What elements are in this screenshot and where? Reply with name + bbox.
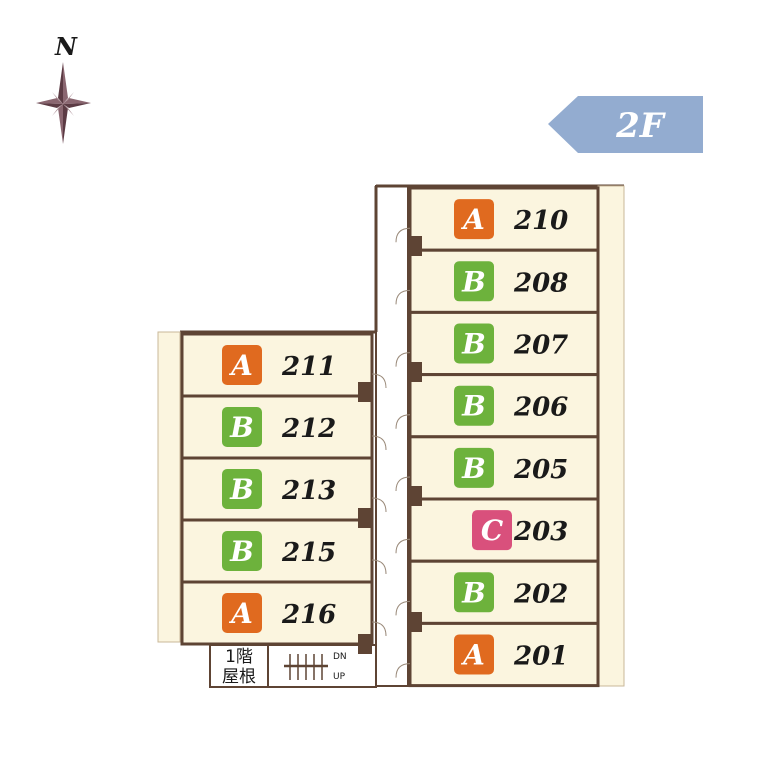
room-216[interactable]: A 216 xyxy=(180,580,387,646)
room-type-badge xyxy=(472,510,512,551)
room-type-badge xyxy=(454,447,494,488)
stairs-area: 1階 屋根 DN UP xyxy=(209,644,377,688)
stairs-icon xyxy=(284,654,328,680)
room-area xyxy=(408,435,600,501)
room-area xyxy=(180,580,374,646)
room-number: 213 xyxy=(281,476,336,506)
room-type-letter: A xyxy=(228,597,253,630)
wall-pillar xyxy=(408,486,422,506)
room-type-badge xyxy=(222,407,262,447)
room-area xyxy=(408,310,600,377)
room-area xyxy=(408,248,600,314)
door-icon xyxy=(395,289,411,305)
door-icon xyxy=(371,621,387,637)
room-211[interactable]: A 211 xyxy=(180,332,387,398)
stairs-up-label: UP xyxy=(333,672,346,682)
room-area xyxy=(180,332,374,398)
room-area xyxy=(408,559,600,625)
room-212[interactable]: B 212 xyxy=(180,394,387,460)
wall-pillar xyxy=(408,612,422,632)
door-icon xyxy=(395,538,411,554)
room-area xyxy=(408,186,600,252)
room-type-letter: A xyxy=(460,203,485,236)
room-number: 203 xyxy=(513,517,568,547)
room-type-badge xyxy=(222,345,262,385)
room-number: 206 xyxy=(513,393,568,423)
door-icon xyxy=(395,476,411,492)
room-type-badge xyxy=(454,634,494,675)
room-area xyxy=(180,518,374,584)
room-205[interactable]: B 205 xyxy=(395,435,600,501)
room-number: 211 xyxy=(281,352,336,382)
room-number: 202 xyxy=(513,579,568,609)
room-type-letter: A xyxy=(460,639,485,672)
compass: N xyxy=(36,32,91,144)
room-number: 215 xyxy=(281,538,336,568)
room-type-letter: A xyxy=(228,349,253,382)
room-206[interactable]: B 206 xyxy=(395,373,600,439)
room-type-letter: B xyxy=(461,390,486,423)
room-number: 216 xyxy=(281,600,336,630)
roof-label-line2: 屋根 xyxy=(222,667,256,687)
room-type-badge xyxy=(454,572,494,613)
room-type-letter: C xyxy=(481,514,504,547)
room-203[interactable]: C 203 xyxy=(395,497,600,563)
room-type-badge xyxy=(222,531,262,571)
floor-label: 2F xyxy=(615,106,667,146)
room-type-badge xyxy=(454,385,494,426)
room-number: 208 xyxy=(513,268,568,298)
room-type-letter: B xyxy=(461,576,486,609)
room-207[interactable]: B 207 xyxy=(395,310,600,377)
room-215[interactable]: B 215 xyxy=(180,518,387,584)
wall-pillar xyxy=(358,508,372,528)
door-icon xyxy=(395,227,411,243)
stairs-down-label: DN xyxy=(333,652,347,662)
door-icon xyxy=(371,497,387,513)
room-201[interactable]: A 201 xyxy=(395,621,600,688)
door-icon xyxy=(395,663,411,678)
roof-label-line1: 1階 xyxy=(225,647,253,667)
room-208[interactable]: B 208 xyxy=(395,248,600,314)
room-type-letter: B xyxy=(461,452,486,485)
door-icon xyxy=(395,414,411,429)
room-type-badge xyxy=(454,261,494,302)
room-213[interactable]: B 213 xyxy=(180,456,387,522)
compass-rose-icon xyxy=(36,62,91,144)
wall-pillar xyxy=(358,382,372,402)
room-area xyxy=(180,456,374,522)
room-type-letter: B xyxy=(229,535,254,568)
room-type-badge xyxy=(222,469,262,509)
door-icon xyxy=(371,435,387,451)
room-area xyxy=(408,373,600,439)
room-type-badge xyxy=(222,593,262,633)
room-number: 207 xyxy=(513,331,568,361)
room-number: 212 xyxy=(281,414,336,444)
room-202[interactable]: B 202 xyxy=(395,559,600,625)
room-type-badge xyxy=(454,199,494,240)
north-label: N xyxy=(54,32,78,61)
wall-pillar xyxy=(358,634,372,654)
room-210[interactable]: A 210 xyxy=(395,186,600,252)
room-number: 210 xyxy=(513,206,568,236)
room-type-badge xyxy=(454,323,494,364)
room-type-letter: B xyxy=(461,265,486,298)
wall-pillar xyxy=(408,362,422,382)
room-area xyxy=(180,394,374,460)
room-number: 205 xyxy=(513,455,568,485)
room-type-letter: B xyxy=(461,328,486,361)
room-type-letter: B xyxy=(229,411,254,444)
door-icon xyxy=(371,559,387,575)
door-icon xyxy=(395,352,411,367)
room-area xyxy=(408,621,600,688)
room-number: 201 xyxy=(513,642,568,672)
room-type-letter: B xyxy=(229,473,254,506)
floor-tag: 2F xyxy=(548,96,703,153)
door-icon xyxy=(395,600,411,616)
door-icon xyxy=(371,373,387,389)
wall-pillar xyxy=(408,236,422,256)
